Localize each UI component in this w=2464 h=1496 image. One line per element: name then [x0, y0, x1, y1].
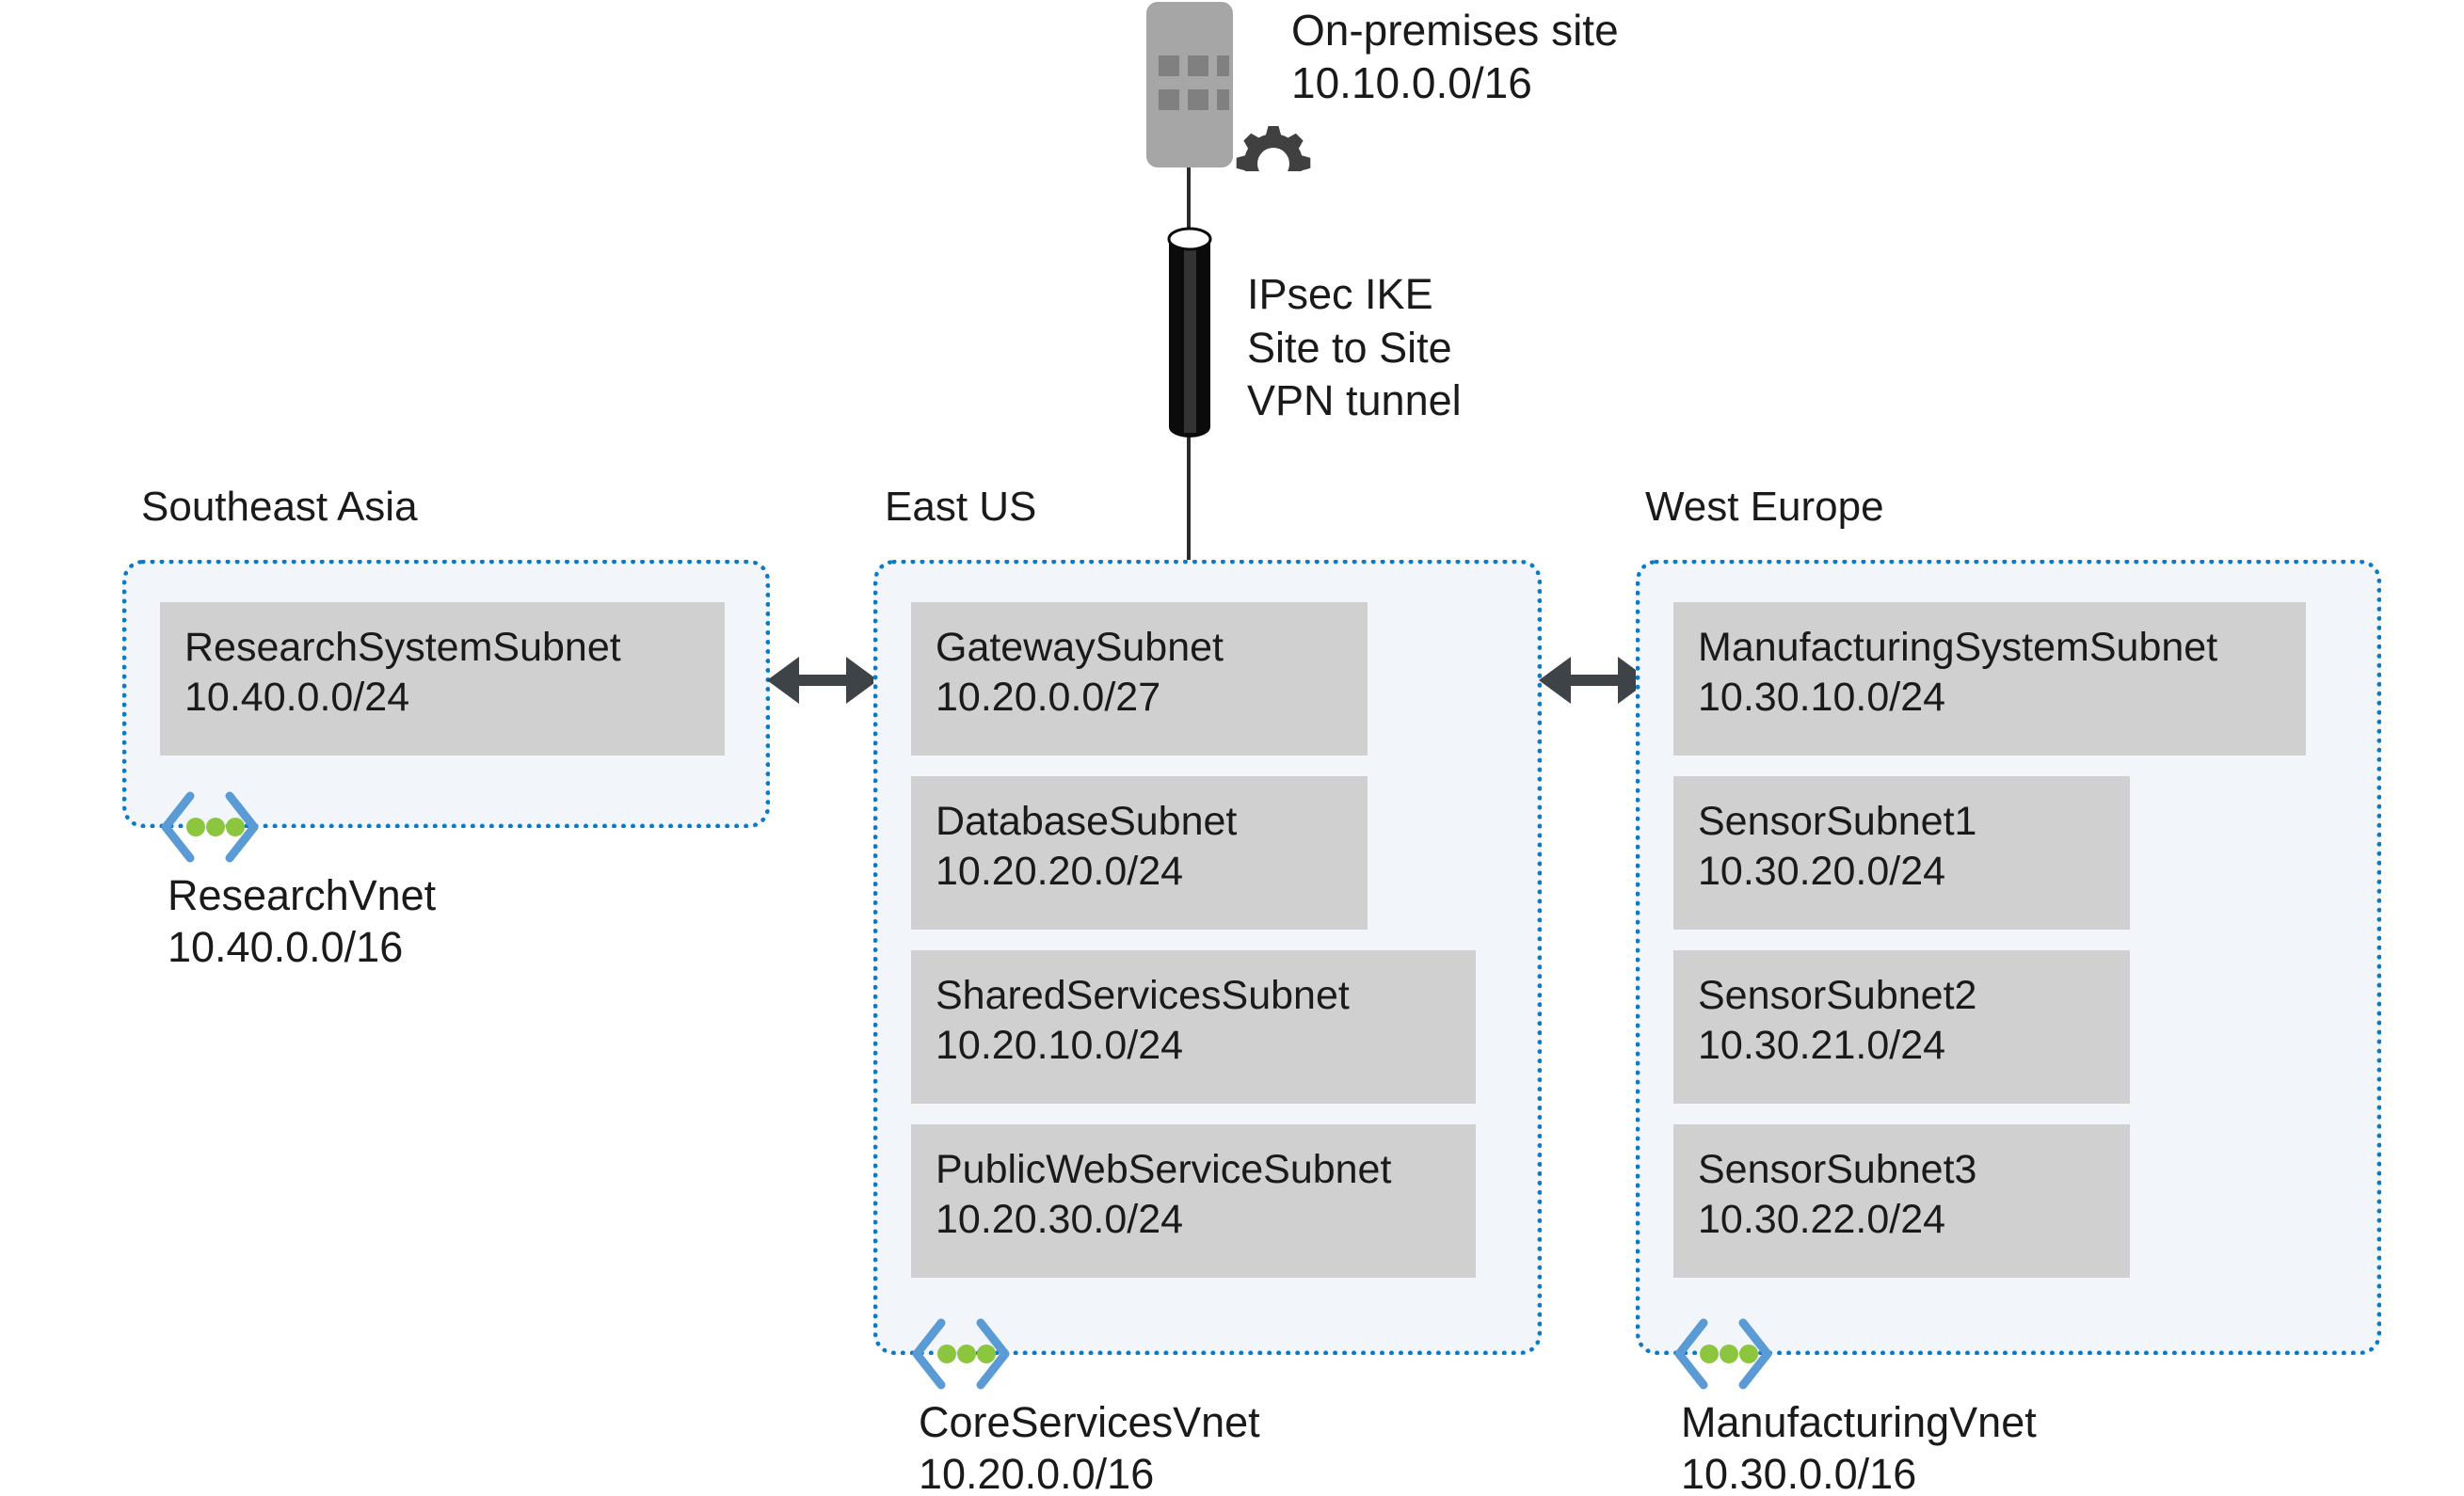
on-premises-cidr: 10.10.0.0/16: [1291, 58, 1532, 108]
peering-arrow-east-us-west-europe: [1539, 649, 1650, 711]
subnet-cidr: 10.20.0.0/27: [936, 675, 1161, 721]
subnet-cidr: 10.30.21.0/24: [1698, 1023, 1946, 1069]
vpn-tunnel-line-2: Site to Site: [1247, 323, 1452, 372]
subnet-name: SensorSubnet3: [1698, 1147, 1977, 1192]
subnet-cidr: 10.20.10.0/24: [936, 1023, 1184, 1069]
vnet-cidr: 10.30.0.0/16: [1681, 1449, 1917, 1496]
vnet-badge-icon-research: [158, 790, 262, 864]
vpn-tunnel-line-3: VPN tunnel: [1247, 376, 1462, 425]
subnet-gateway[interactable]: GatewaySubnet 10.20.0.0/27: [911, 602, 1368, 756]
vnet-badge-icon-core-services: [909, 1317, 1013, 1391]
on-premises-building-icon: [1146, 2, 1312, 200]
subnet-sensor-3[interactable]: SensorSubnet3 10.30.22.0/24: [1673, 1124, 2130, 1278]
subnet-sensor-1[interactable]: SensorSubnet1 10.30.20.0/24: [1673, 776, 2130, 930]
vnet-caption-research: ResearchVnet 10.40.0.0/16: [168, 870, 436, 974]
vpn-tunnel-line-1: IPsec IKE: [1247, 270, 1433, 318]
vnet-research[interactable]: ResearchSystemSubnet 10.40.0.0/24: [122, 560, 770, 828]
subnet-name: DatabaseSubnet: [936, 799, 1238, 844]
subnet-cidr: 10.30.22.0/24: [1698, 1197, 1946, 1243]
vpn-tunnel-icon: [1161, 226, 1218, 448]
subnet-name: SharedServicesSubnet: [936, 973, 1350, 1018]
subnet-public-web-service[interactable]: PublicWebServiceSubnet 10.20.30.0/24: [911, 1124, 1476, 1278]
region-label-east-us: East US: [885, 484, 1037, 530]
subnet-name: PublicWebServiceSubnet: [936, 1147, 1392, 1192]
vnet-manufacturing[interactable]: ManufacturingSystemSubnet 10.30.10.0/24 …: [1636, 560, 2381, 1355]
vpn-tunnel-label: IPsec IKE Site to Site VPN tunnel: [1247, 268, 1462, 428]
subnet-manufacturing-system[interactable]: ManufacturingSystemSubnet 10.30.10.0/24: [1673, 602, 2306, 756]
vpn-connector-line-bottom: [1187, 428, 1191, 563]
subnet-cidr: 10.30.20.0/24: [1698, 849, 1946, 895]
vnet-name: ManufacturingVnet: [1681, 1398, 2037, 1446]
vnet-name: CoreServicesVnet: [919, 1398, 1260, 1446]
vnet-caption-manufacturing: ManufacturingVnet 10.30.0.0/16: [1681, 1397, 2037, 1496]
vnet-name: ResearchVnet: [168, 871, 437, 919]
subnet-research-system[interactable]: ResearchSystemSubnet 10.40.0.0/24: [160, 602, 725, 756]
vnet-core-services[interactable]: GatewaySubnet 10.20.0.0/27 DatabaseSubne…: [873, 560, 1542, 1355]
vnet-badge-icon-manufacturing: [1672, 1317, 1775, 1391]
subnet-cidr: 10.30.10.0/24: [1698, 675, 1946, 721]
subnet-shared-services[interactable]: SharedServicesSubnet 10.20.10.0/24: [911, 950, 1476, 1104]
subnet-name: GatewaySubnet: [936, 625, 1224, 670]
subnet-database[interactable]: DatabaseSubnet 10.20.20.0/24: [911, 776, 1368, 930]
on-premises-name: On-premises site: [1291, 6, 1619, 55]
subnet-name: ResearchSystemSubnet: [184, 625, 621, 670]
vnet-caption-core-services: CoreServicesVnet 10.20.0.0/16: [919, 1397, 1260, 1496]
vnet-cidr: 10.40.0.0/16: [168, 922, 404, 971]
subnet-sensor-2[interactable]: SensorSubnet2 10.30.21.0/24: [1673, 950, 2130, 1104]
vpn-connector-line-top: [1187, 167, 1191, 243]
vnet-cidr: 10.20.0.0/16: [919, 1449, 1155, 1496]
subnet-cidr: 10.20.30.0/24: [936, 1197, 1184, 1243]
subnet-cidr: 10.20.20.0/24: [936, 849, 1184, 895]
region-label-west-europe: West Europe: [1645, 484, 1884, 530]
subnet-name: SensorSubnet1: [1698, 799, 1977, 844]
subnet-name: ManufacturingSystemSubnet: [1698, 625, 2218, 670]
region-label-southeast-asia: Southeast Asia: [141, 484, 418, 530]
peering-arrow-southeast-asia-east-us: [767, 649, 878, 711]
on-premises-label: On-premises site 10.10.0.0/16: [1291, 4, 1619, 109]
subnet-name: SensorSubnet2: [1698, 973, 1977, 1018]
subnet-cidr: 10.40.0.0/24: [184, 675, 410, 721]
